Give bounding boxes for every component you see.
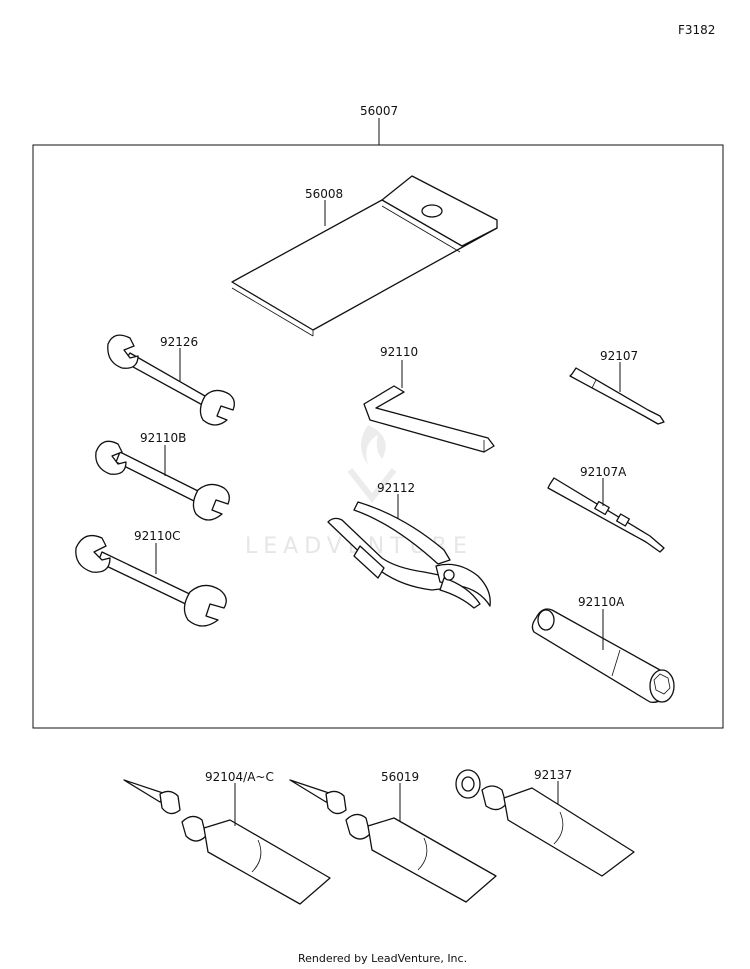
part-label-92107A[interactable]: 92107A [580,465,627,479]
part-label-56007[interactable]: 56007 [360,104,398,118]
part-label-92110A[interactable]: 92110A [578,595,625,609]
figure-code: F3182 [678,23,715,37]
wrench-92126[interactable] [107,334,235,426]
box-wrench[interactable] [531,608,675,703]
grease-tube-92137[interactable] [455,769,635,877]
screwdriver-92107[interactable] [569,367,665,425]
part-label-92104[interactable]: 92104/A~C [205,770,274,784]
kit-frame [32,144,724,729]
hex-wrench[interactable] [363,385,495,453]
part-label-92112[interactable]: 92112 [377,481,415,495]
wrench-92110B[interactable] [95,440,230,521]
tool-case[interactable] [231,175,498,337]
part-label-92137[interactable]: 92137 [534,768,572,782]
part-label-92107[interactable]: 92107 [600,349,638,363]
grease-tube-92104[interactable] [123,779,331,905]
pliers[interactable] [327,501,491,609]
part-label-92110C[interactable]: 92110C [134,529,181,543]
part-label-92110B[interactable]: 92110B [140,431,186,445]
screwdriver-92107A[interactable] [547,477,665,553]
wrench-92110C[interactable] [75,534,227,627]
part-label-92110[interactable]: 92110 [380,345,418,359]
part-label-56019[interactable]: 56019 [381,770,419,784]
part-label-56008[interactable]: 56008 [305,187,343,201]
part-label-92126[interactable]: 92126 [160,335,198,349]
footer-credit: Rendered by LeadVenture, Inc. [298,952,467,965]
grease-tube-56019[interactable] [289,779,497,903]
